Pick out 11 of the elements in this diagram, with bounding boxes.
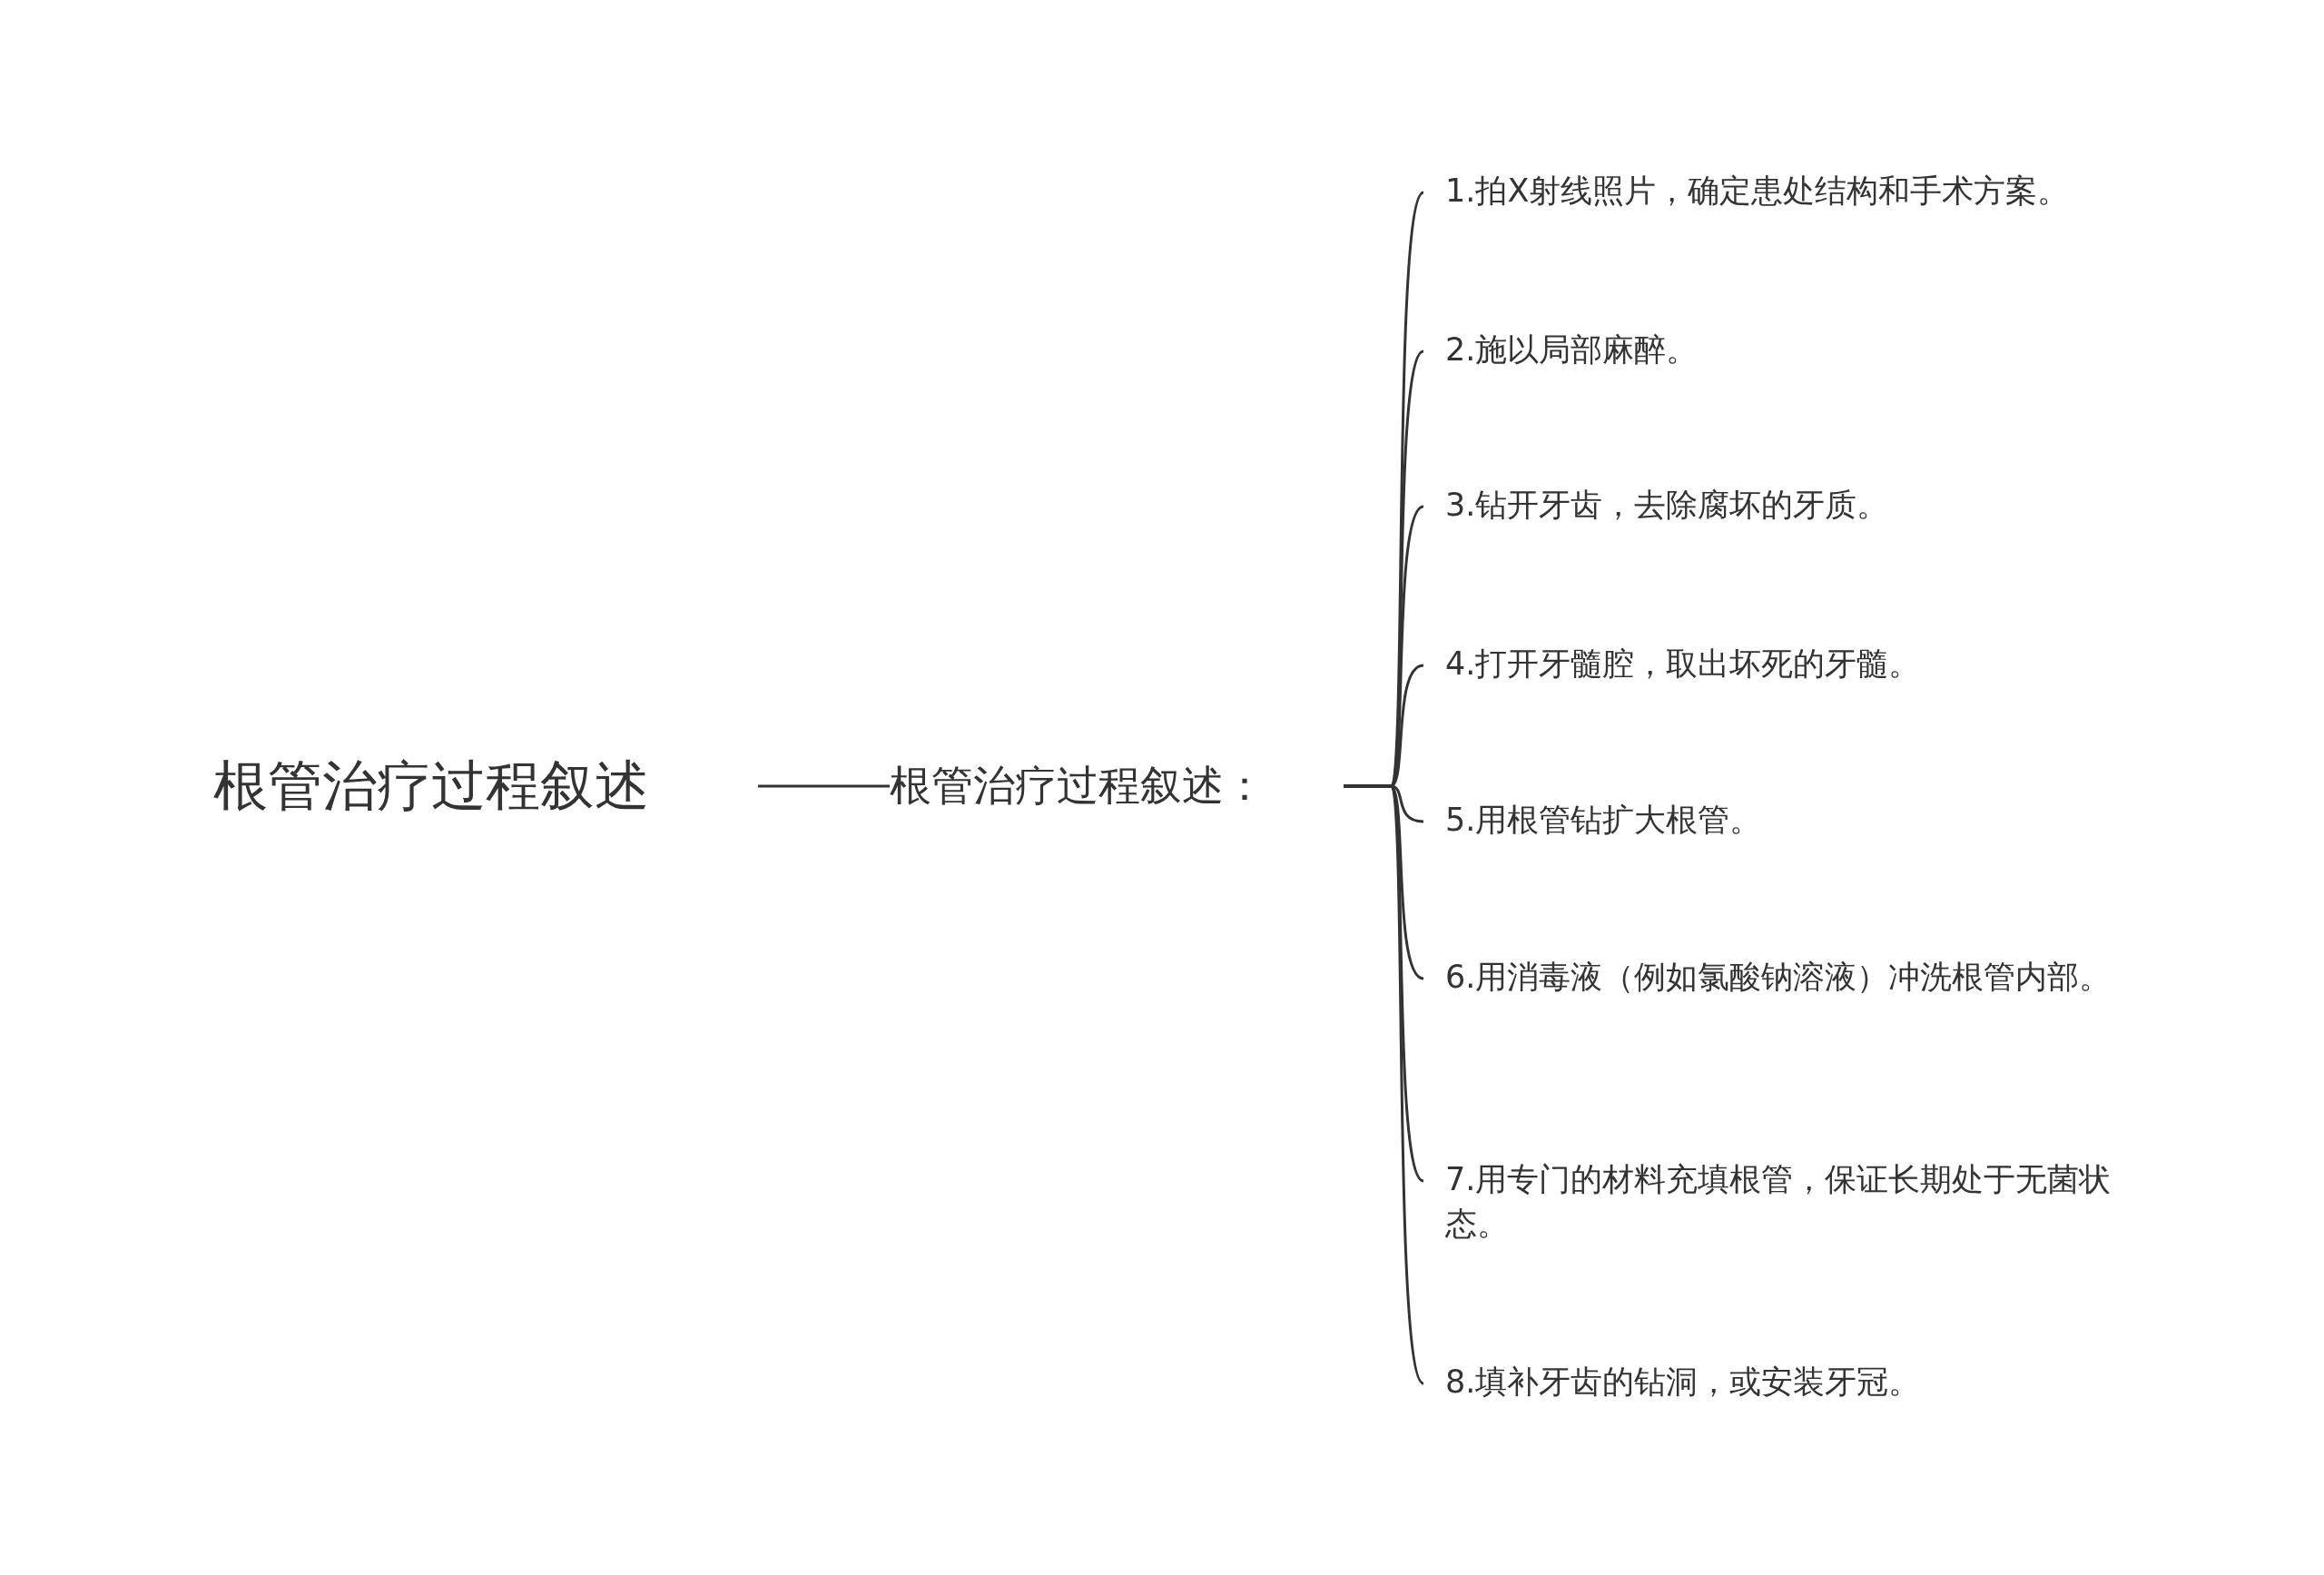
topic-text: 根管治疗过程叙述 xyxy=(213,752,649,819)
step-text: 6.用消毒液（例如氯酸钠溶液）冲洗根管内部。 xyxy=(1445,958,2112,997)
step-text: 3.钻开牙齿，去除腐坏的牙质。 xyxy=(1445,486,1889,525)
subtopic-text: 根管治疗过程叙述： xyxy=(890,760,1265,812)
step-text: 8.填补牙齿的钻洞，或安装牙冠。 xyxy=(1445,1363,1921,1402)
step-text: 5.用根管钻扩大根管。 xyxy=(1445,801,1762,840)
step-text: 4.打开牙髓腔，取出坏死的牙髓。 xyxy=(1445,645,1921,684)
connector-line xyxy=(758,784,890,788)
step-text: 2.施以局部麻醉。 xyxy=(1445,330,1699,369)
step-text: 7.用专门的材料充填根管，保证长期处于无菌状态。 xyxy=(1445,1160,2112,1244)
step-text: 1.拍X射线照片，确定患处结构和手术方案。 xyxy=(1445,172,2070,211)
